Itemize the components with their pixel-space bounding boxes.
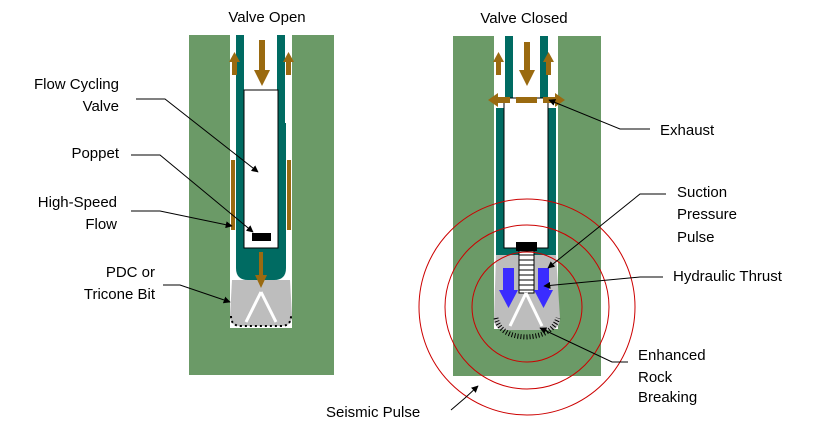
label-flow-cycling-line2: Valve [83,98,119,115]
flow-arrows-top-closed [493,42,554,86]
bit-dashes-open [230,315,292,327]
flow-arrow-bit-open [255,252,267,288]
bit-flow-lines-closed [508,292,544,327]
label-suction-line1: Suction [677,184,727,201]
stem-overlay [518,254,535,294]
valve-open-assembly [189,35,334,375]
pipe-wall-right-open [277,35,285,123]
leader-seismic [450,385,479,411]
flow-bar-right-open [287,160,291,230]
poppet-closed [516,242,537,251]
drill-bit-open [230,280,292,326]
leader-enhanced [539,327,628,363]
leader-poppet [131,154,254,233]
label-hydraulic-thrust: Hydraulic Thrust [673,268,783,285]
valve-closed-assembly [418,36,636,416]
stem-hatch-2 [519,259,534,291]
pipe-wall-right-closed [540,36,548,108]
label-exhaust: Exhaust [660,122,715,139]
label-high-speed-line2: Flow [85,216,117,233]
pulse-ring-outer [418,198,636,416]
pulse-ring-middle [444,224,610,390]
title-valve-open: Valve Open [228,9,305,26]
label-enhanced-line1: Enhanced [638,347,706,364]
poppet-chamber-open [243,89,279,249]
leader-bit [163,284,231,304]
title-valve-closed: Valve Closed [480,10,567,27]
pipe-wall-left-closed [505,36,513,108]
leader-lines [131,98,666,411]
seismic-pulse-rings [418,198,636,416]
leader-hydraulic [543,276,663,289]
label-poppet: Poppet [71,145,119,162]
label-enhanced-line2: Rock [638,369,673,386]
leader-exhaust [548,99,650,130]
label-high-speed-line1: High-Speed [38,194,117,211]
leader-high-speed [131,210,233,229]
label-suction-line2: Pressure [677,206,737,223]
label-flow-cycling-line1: Flow Cycling [34,76,119,93]
label-bit-line1: PDC or [106,264,155,281]
flow-bar-left-open [231,160,235,230]
pipe-wall-left-open [236,35,244,123]
pulse-ring-inner [471,251,583,363]
label-seismic-pulse: Seismic Pulse [326,404,420,421]
leader-suction [547,193,666,269]
label-suction-line3: Pulse [677,229,715,246]
bit-flow-lines-open [244,291,278,323]
label-enhanced-line3: Breaking [638,389,697,406]
leader-flow-cycling [136,98,259,173]
flow-arrows-top-open [229,40,294,86]
poppet-open [252,233,271,241]
label-bit-line2: Tricone Bit [84,286,156,303]
